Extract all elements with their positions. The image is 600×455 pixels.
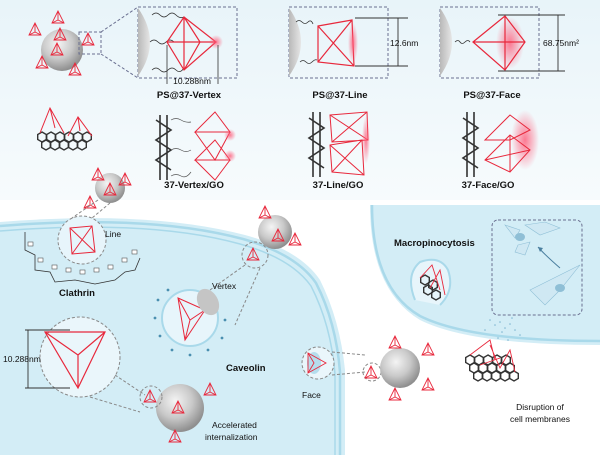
inset-dimension: 10.288nm (3, 354, 41, 364)
linker-strand (454, 40, 471, 44)
caveolin-proteins (153, 288, 227, 357)
construct-ps-vertex: 10.288nm PS@37-Vertex (137, 6, 238, 101)
particle-vertex-overview (28, 6, 139, 79)
particle-icon (380, 348, 420, 388)
tetrahedron-icon (39, 106, 93, 137)
linker-strands (295, 20, 318, 64)
dna-tetrahedron-vertex (166, 16, 217, 71)
tetrahedron-icon (469, 339, 516, 373)
zoom-box (78, 31, 102, 55)
graphene-sheet (307, 112, 326, 177)
dna-tetrahedra (193, 111, 231, 181)
particle-surface (138, 8, 150, 76)
construct-label: PS@37-Face (463, 90, 520, 101)
vertex-label: Vertex (212, 281, 237, 291)
dna-tetrahedron-inset (43, 331, 106, 390)
particle-surface (440, 8, 452, 76)
cell-membrane (0, 220, 342, 455)
construct-label: 37-Vertex/GO (164, 180, 224, 191)
particle-surface (289, 8, 301, 76)
dna-tetrahedron-face (472, 15, 526, 71)
graphene-sheet (154, 115, 173, 180)
dna-tetrahedra (483, 114, 531, 173)
macropinocytosis-label: Macropinocytosis (394, 238, 475, 249)
construct-label: 37-Line/GO (313, 180, 364, 191)
dimension-label: 68.75nm² (543, 38, 579, 48)
construct-label: PS@37-Line (312, 90, 367, 101)
outcome-label: Disruption of (516, 402, 564, 412)
graphene-sheet (461, 112, 480, 177)
dimension-label: 12.6nm (390, 38, 418, 48)
tetrahedron-icon (69, 225, 96, 255)
construct-ps-line: 12.6nm PS@37-Line (288, 6, 418, 101)
cell-right (370, 205, 600, 345)
outcome-label: internalization (205, 432, 258, 442)
polystyrene-particle (41, 29, 83, 71)
line-label: Line (105, 229, 121, 239)
dimension-label: 10.288nm (173, 76, 211, 86)
clathrin-pathway: Line Clathrin (24, 167, 141, 299)
face-label: Face (302, 390, 321, 400)
vertex-highlight (209, 35, 223, 49)
membrane-disruption: Disruption of cell membranes (465, 317, 570, 424)
dna-tetrahedron-line (317, 19, 355, 67)
face-pathway: Face (301, 335, 435, 401)
construct-line-go: 37-Line/GO (307, 111, 370, 191)
face-highlight (496, 17, 524, 69)
zoom-circle (241, 241, 269, 269)
tetrahedron-icon (307, 352, 327, 374)
macropinocytosis-pathway: Macropinocytosis (394, 238, 475, 306)
clathrin-label: Clathrin (59, 288, 95, 299)
tetrahedron-icon (177, 297, 206, 342)
particle-icon (258, 215, 292, 249)
construct-ps-face: 68.75nm² PS@37-Face (439, 6, 579, 101)
linker-strands (149, 12, 185, 73)
construct-vertex-go: 37-Vertex/GO (154, 111, 236, 191)
edge-highlight (348, 23, 358, 63)
outcome-label: Accelerated (212, 420, 257, 430)
caveolin-label: Caveolin (226, 363, 266, 374)
outcome-label: cell membranes (510, 414, 570, 424)
construct-face-go: 37-Face/GO (461, 110, 539, 191)
cell-disruption-inset (491, 219, 583, 316)
construct-label: 37-Face/GO (462, 180, 515, 191)
clathrin-lattice (24, 232, 141, 285)
construct-label: PS@37-Vertex (157, 90, 222, 101)
particle-icon (156, 384, 204, 432)
caveolin-pathway: Vertex Caveolin (153, 205, 302, 374)
internalization-inset: 10.288nm Accelerated internalization (3, 316, 258, 443)
graphene-oxide-overview (37, 106, 93, 151)
